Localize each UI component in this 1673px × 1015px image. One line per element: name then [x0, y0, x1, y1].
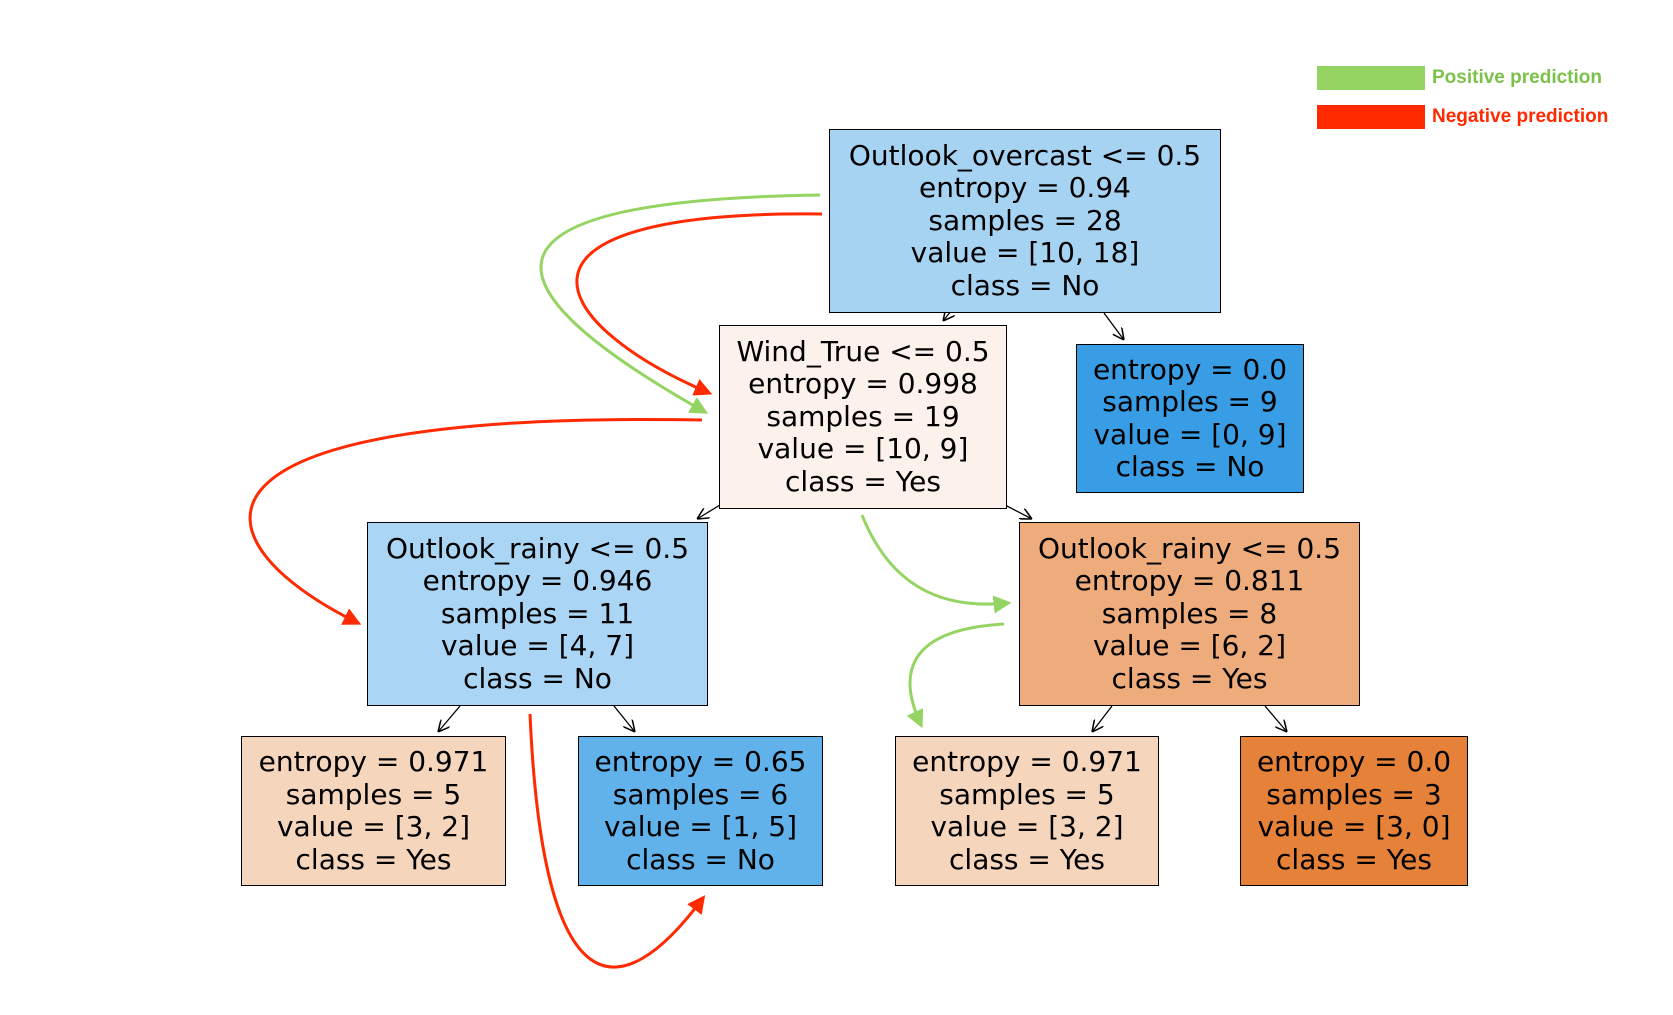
negative-prediction-path — [528, 713, 706, 969]
node-split: Wind_True <= 0.5 — [736, 334, 990, 368]
node-class: class = No — [1115, 450, 1265, 483]
node-split: Outlook_rainy <= 0.5 — [1037, 531, 1342, 565]
node-entropy: entropy = 0.811 — [1074, 564, 1305, 598]
node-entropy: entropy = 0.946 — [422, 564, 653, 598]
node-entropy: entropy = 0.971 — [912, 745, 1142, 778]
node-samples: samples = 6 — [612, 777, 789, 811]
node-class: class = Yes — [949, 842, 1105, 876]
node-samples: samples = 19 — [766, 399, 960, 433]
node-samples: samples = 3 — [1266, 777, 1442, 811]
node-split: Outlook_overcast <= 0.5 — [848, 138, 1202, 172]
tree-edge-rainy_right-to-leaf_rl — [1092, 705, 1113, 732]
node-entropy: entropy = 0.998 — [748, 367, 978, 401]
positive-prediction-path — [539, 193, 821, 414]
node-value: value = [4, 7] — [440, 629, 635, 663]
node-value: value = [10, 9] — [757, 432, 969, 466]
node-samples: samples = 28 — [928, 203, 1122, 237]
legend-item-negative: Negative prediction — [1317, 105, 1608, 129]
tree-edge-wind-to-rainy_left — [697, 504, 721, 519]
node-class: class = Yes — [1111, 661, 1268, 695]
legend-item-positive: Positive prediction — [1317, 66, 1602, 90]
node-samples: samples = 5 — [285, 777, 462, 811]
node-class: class = Yes — [785, 464, 941, 498]
tree-edge-wind-to-rainy_right — [1004, 504, 1032, 519]
negative-prediction-path — [248, 417, 703, 625]
node-value: value = [3, 2] — [930, 810, 1124, 843]
tree-edge-root-to-leaf_overcast — [1103, 312, 1124, 340]
node-entropy: entropy = 0.971 — [258, 745, 489, 778]
node-value: value = [3, 0] — [1257, 810, 1451, 843]
tree-edge-rainy_left-to-leaf_ll — [438, 705, 461, 732]
node-samples: samples = 11 — [440, 596, 635, 630]
node-class: class = No — [626, 842, 775, 876]
positive-prediction-path — [906, 622, 1005, 729]
node-value: value = [0, 9] — [1093, 417, 1287, 451]
node-value: value = [6, 2] — [1092, 629, 1287, 663]
node-value: value = [1, 5] — [603, 810, 798, 843]
node-entropy: entropy = 0.0 — [1092, 352, 1288, 386]
node-samples: samples = 5 — [939, 777, 1115, 811]
node-entropy: entropy = 0.0 — [1256, 745, 1452, 778]
node-samples: samples = 8 — [1101, 596, 1278, 630]
negative-prediction-path — [575, 212, 823, 396]
node-class: class = Yes — [1276, 842, 1432, 876]
node-split: Outlook_rainy <= 0.5 — [385, 531, 690, 565]
node-samples: samples = 9 — [1102, 385, 1278, 418]
node-entropy: entropy = 0.94 — [919, 171, 1131, 205]
positive-prediction-path — [860, 514, 1012, 614]
node-class: class = No — [463, 661, 612, 695]
legend-label: Negative prediction — [1432, 106, 1609, 127]
legend-swatch — [1317, 66, 1425, 90]
node-class: class = No — [950, 268, 1100, 302]
node-value: value = [3, 2] — [276, 810, 471, 843]
node-entropy: entropy = 0.65 — [594, 745, 807, 778]
legend-swatch — [1317, 105, 1425, 129]
tree-edge-rainy_right-to-leaf_rr — [1264, 705, 1287, 732]
node-class: class = Yes — [295, 842, 452, 876]
node-value: value = [10, 18] — [910, 236, 1140, 270]
legend-label: Positive prediction — [1432, 67, 1602, 88]
tree-edge-rainy_left-to-leaf_lr — [613, 705, 635, 732]
